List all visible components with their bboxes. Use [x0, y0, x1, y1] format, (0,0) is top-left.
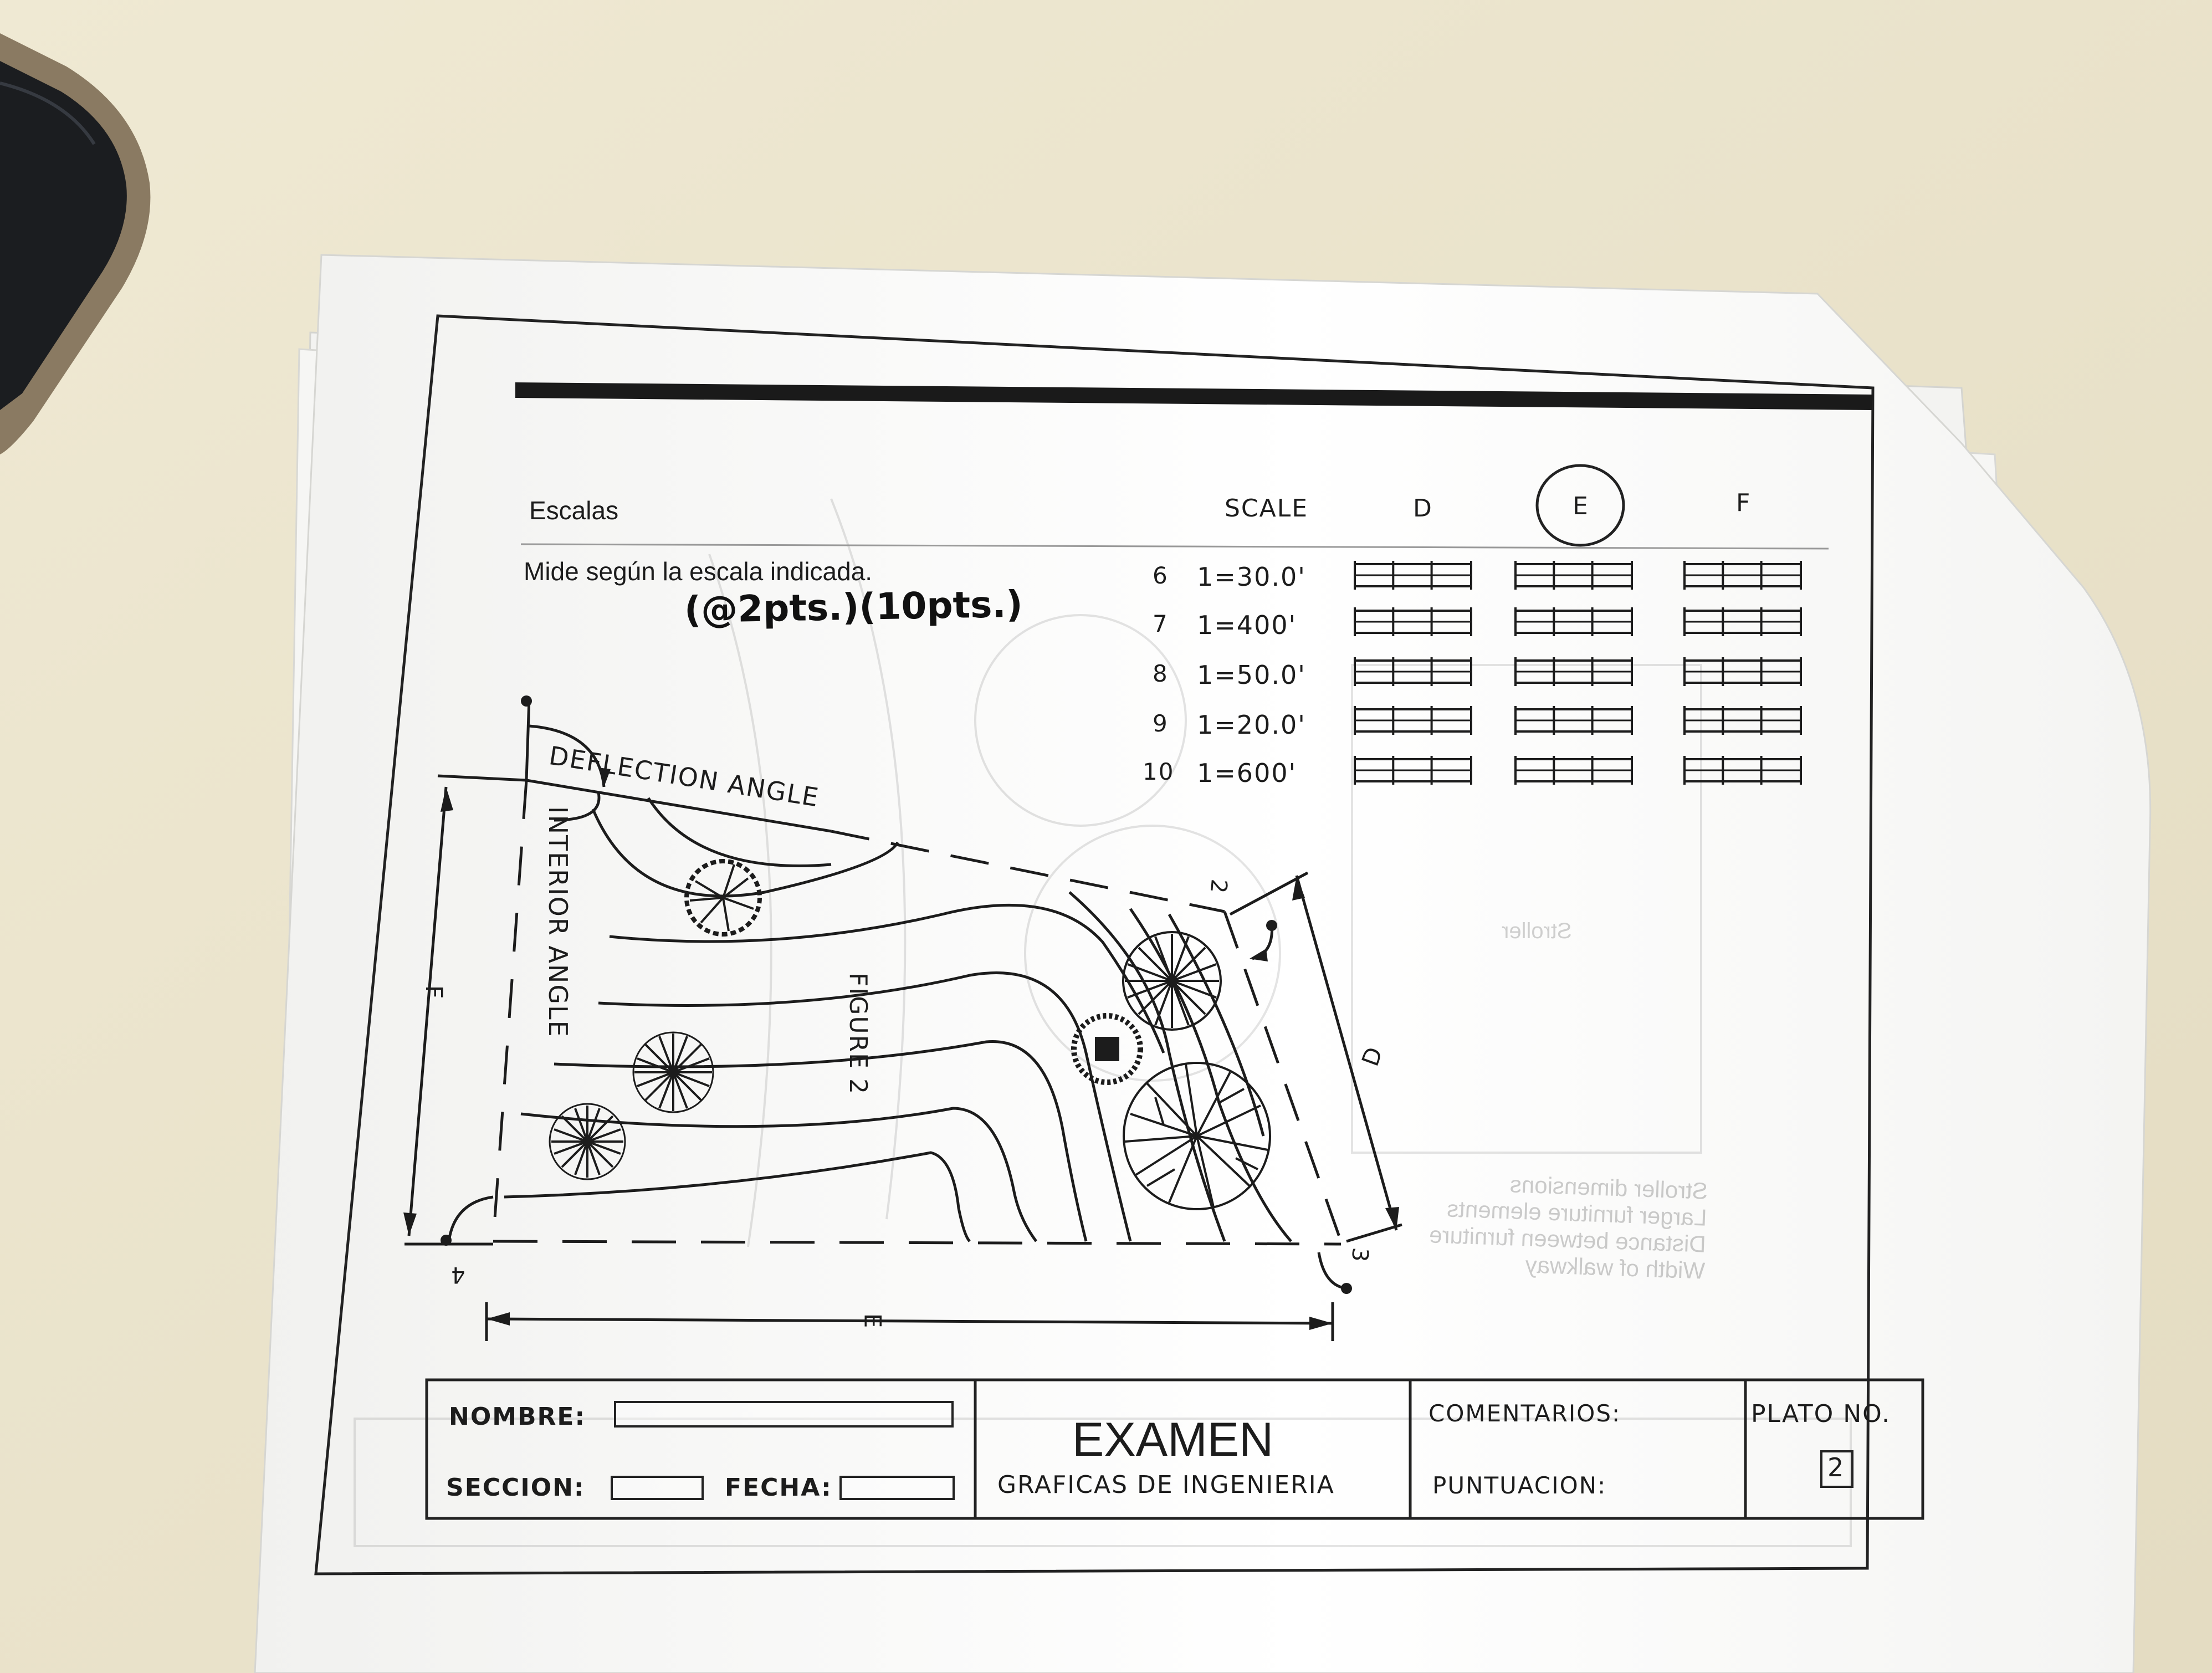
answer-box-row7-colD[interactable]: [1354, 607, 1472, 636]
row-number: 7: [1153, 610, 1169, 637]
answer-box-row7-colF[interactable]: [1683, 607, 1802, 636]
row-scale: 1=600': [1197, 758, 1297, 788]
row-number: 8: [1153, 660, 1169, 687]
row-scale: 1=20.0': [1197, 710, 1306, 740]
answer-box-row10-colE[interactable]: [1514, 756, 1633, 785]
answer-box-row7-colE[interactable]: [1514, 607, 1633, 636]
column-header-d: D: [1413, 494, 1433, 523]
row-scale: 1=50.0': [1197, 660, 1306, 690]
column-header-e: E: [1573, 492, 1589, 520]
row-number: 9: [1153, 710, 1169, 737]
exam-title: EXAMEN: [1072, 1413, 1274, 1466]
answer-box-row8-colD[interactable]: [1354, 657, 1472, 686]
fecha-field[interactable]: [839, 1476, 955, 1500]
row-scale: 1=30.0': [1197, 562, 1306, 592]
answer-box-row9-colD[interactable]: [1354, 706, 1472, 735]
nombre-label: NOMBRE:: [449, 1403, 586, 1431]
answer-box-row6-colF[interactable]: [1683, 561, 1802, 590]
bleed-through-text: Stroller dimensions Larger furniture ele…: [1428, 1170, 1708, 1283]
corner-4-label: 4: [450, 1262, 465, 1287]
row-scale: 1=400': [1197, 610, 1297, 640]
answer-box-row6-colE[interactable]: [1514, 561, 1633, 590]
answer-box-row6-colD[interactable]: [1354, 561, 1472, 590]
handwritten-points: (@2pts.)(10pts.): [684, 582, 1023, 632]
plato-number: 2: [1827, 1452, 1845, 1482]
nombre-field[interactable]: [614, 1401, 954, 1428]
answer-box-row8-colE[interactable]: [1514, 657, 1633, 686]
column-header-scale: SCALE: [1225, 494, 1309, 523]
row-number: 6: [1153, 562, 1169, 589]
bleed-word: Stroller: [1502, 919, 1572, 943]
seccion-field[interactable]: [611, 1476, 704, 1500]
answer-box-row10-colF[interactable]: [1683, 756, 1802, 785]
seccion-label: SECCION:: [446, 1474, 585, 1502]
dimension-f-label: F: [421, 985, 448, 1000]
phone: [0, 33, 151, 454]
tree-symbols: [549, 859, 1271, 1210]
instruction-text: Mide según la escala indicada.: [524, 557, 873, 586]
figure-label: FIGURE 2: [844, 973, 872, 1095]
fecha-label: FECHA:: [725, 1474, 832, 1502]
section-title: Escalas: [529, 496, 619, 525]
corner-2-label: 2: [1205, 878, 1232, 896]
plato-label: PLATO NO.: [1751, 1400, 1891, 1428]
course-name: GRAFICAS DE INGENIERIA: [997, 1471, 1335, 1499]
answer-box-row9-colF[interactable]: [1683, 706, 1802, 735]
column-header-f: F: [1736, 489, 1752, 517]
row-number: 10: [1143, 758, 1175, 785]
interior-angle-label: INTERIOR ANGLE: [543, 806, 573, 1038]
answer-box-row9-colE[interactable]: [1514, 706, 1633, 735]
comentarios-label: COMENTARIOS:: [1428, 1400, 1621, 1427]
answer-box-row8-colF[interactable]: [1683, 657, 1802, 686]
dimension-e-label: E: [859, 1313, 887, 1329]
answer-box-row10-colD[interactable]: [1354, 756, 1472, 785]
corner-3-label: 3: [1346, 1246, 1373, 1264]
puntuacion-label: PUNTUACION:: [1432, 1472, 1607, 1499]
plato-number-box: [1820, 1450, 1853, 1488]
